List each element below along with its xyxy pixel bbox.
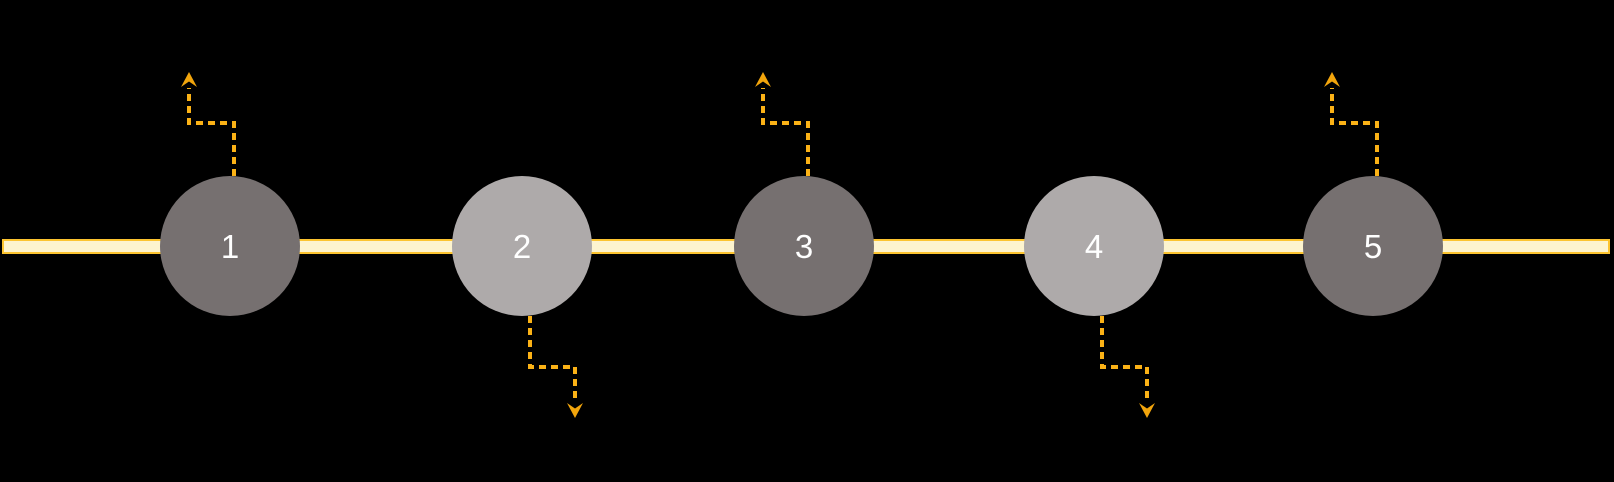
step-circle-4: 4 — [1024, 176, 1164, 316]
down-arrow-icon — [1100, 316, 1155, 418]
up-arrow-head — [755, 72, 771, 87]
up-arrow-dashed-line — [187, 88, 236, 176]
step-number-4: 4 — [1084, 227, 1104, 265]
down-arrow-dashed-line — [1100, 316, 1149, 402]
step-circle-5: 5 — [1303, 176, 1443, 316]
step-circle-1: 1 — [160, 176, 300, 316]
down-arrow-head — [567, 403, 583, 418]
step-number-1: 1 — [220, 227, 240, 265]
down-arrow-icon — [528, 316, 583, 418]
down-arrow-head — [1139, 403, 1155, 418]
step-number-3: 3 — [794, 227, 814, 265]
up-arrow-dashed-line — [1330, 88, 1379, 176]
up-arrow-dashed-line — [761, 88, 810, 176]
step-circle-3: 3 — [734, 176, 874, 316]
up-arrow-head — [181, 72, 197, 87]
up-arrow-head — [1324, 72, 1340, 87]
up-arrow-icon — [1324, 72, 1379, 176]
up-arrow-icon — [181, 72, 236, 176]
step-number-2: 2 — [512, 227, 532, 265]
up-arrow-icon — [755, 72, 810, 176]
step-number-5: 5 — [1363, 227, 1383, 265]
down-arrow-dashed-line — [528, 316, 577, 402]
step-circle-2: 2 — [452, 176, 592, 316]
